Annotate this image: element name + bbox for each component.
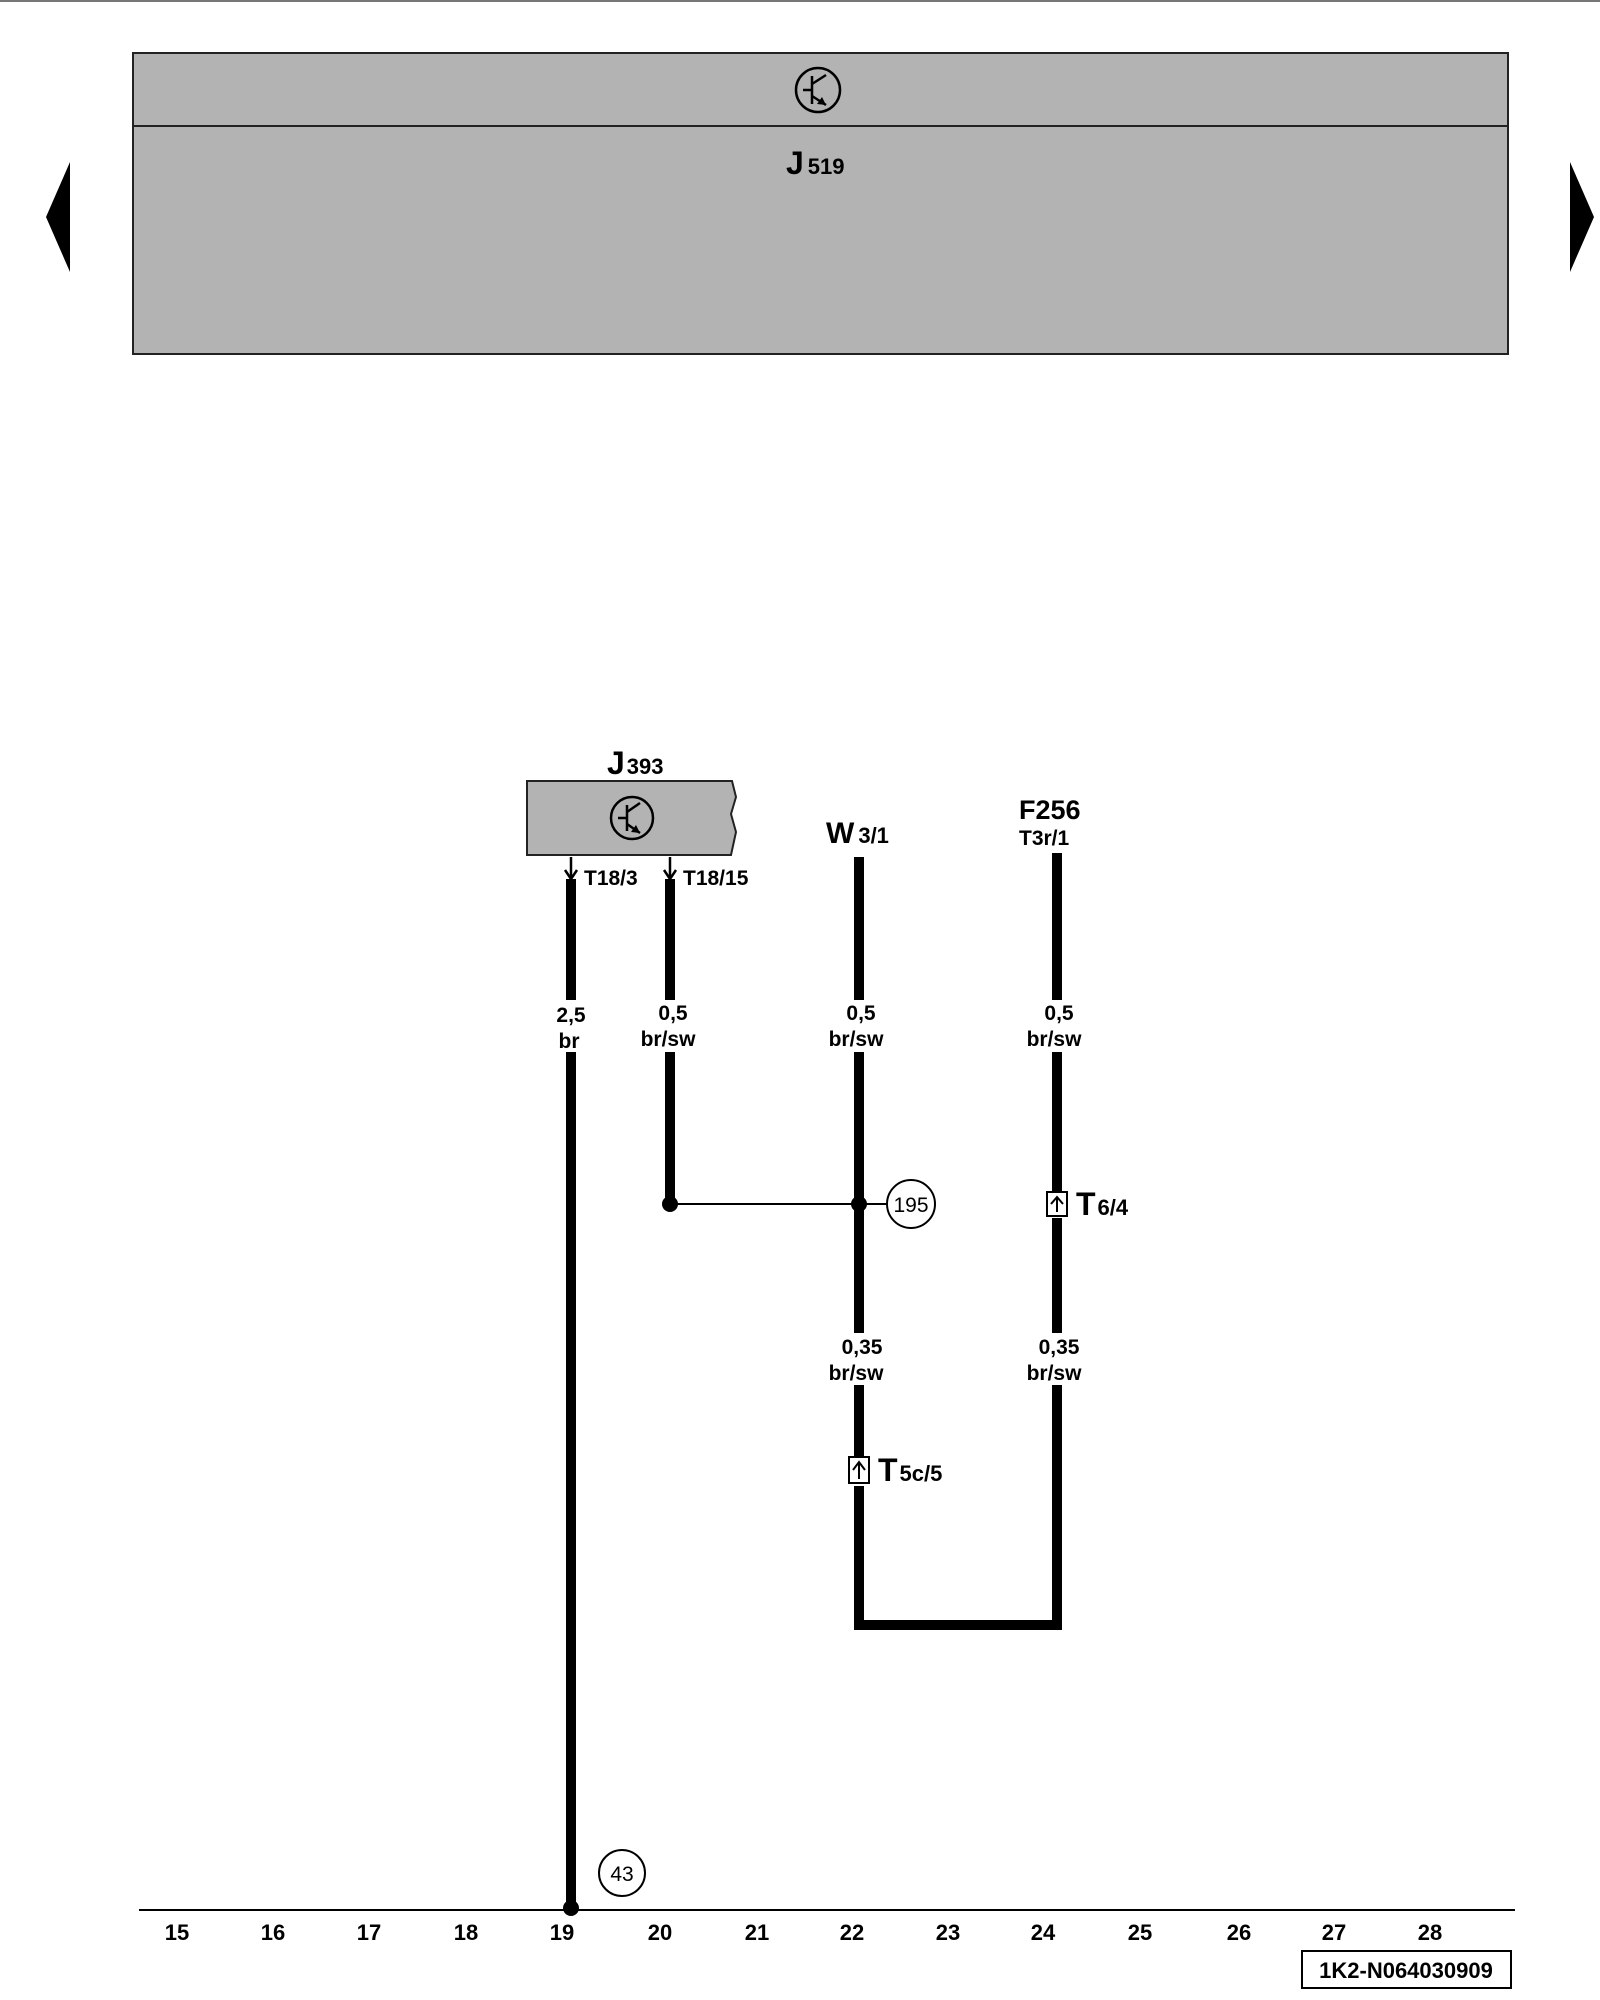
grid-number: 22 <box>840 1920 864 1945</box>
component-f256-label: F256 <box>1019 795 1081 825</box>
module-j393-box <box>526 780 738 856</box>
grid-number: 21 <box>745 1920 769 1945</box>
grid-number: 27 <box>1322 1920 1346 1945</box>
wire-color-label: br/sw <box>829 1028 885 1051</box>
wire-color-label: br/sw <box>1027 1362 1083 1385</box>
grid-number: 20 <box>648 1920 672 1945</box>
transistor-symbol-icon <box>609 795 655 841</box>
connector-t6-4-label: T6/4 <box>1076 1186 1129 1222</box>
wire-size-label: 2,5 <box>556 1004 586 1027</box>
triangle-right-icon <box>1570 162 1594 272</box>
connector-t5c-5-label: T5c/5 <box>878 1452 942 1488</box>
junction-dot <box>851 1196 867 1212</box>
grid-number: 16 <box>261 1920 285 1945</box>
next-page-button[interactable] <box>1570 162 1594 272</box>
grid-number: 28 <box>1418 1920 1442 1945</box>
pin-t18-3 <box>563 857 579 882</box>
document-id: 1K2-N064030909 <box>1319 1958 1493 1983</box>
ref-circle-43[interactable]: 43 <box>598 1849 646 1897</box>
component-f256-pin-label: T3r/1 <box>1019 827 1070 850</box>
grid-number: 18 <box>454 1920 478 1945</box>
wire-color-label: br/sw <box>641 1028 697 1051</box>
wire-color-label: br <box>559 1030 580 1053</box>
grid-number: 15 <box>165 1920 189 1945</box>
prev-page-button[interactable] <box>46 162 70 272</box>
pin-t18-15-label: T18/15 <box>683 867 749 890</box>
pin-t18-15 <box>662 857 678 882</box>
grid-number: 24 <box>1031 1920 1056 1945</box>
pin-t18-3-label: T18/3 <box>584 867 638 890</box>
triangle-left-icon <box>46 162 70 272</box>
connector-t6-4 <box>1046 1191 1068 1217</box>
wire-color-label: br/sw <box>829 1362 885 1385</box>
wire-size-label: 0,35 <box>842 1336 883 1359</box>
junction-dot <box>563 1900 579 1916</box>
grid-number: 17 <box>357 1920 381 1945</box>
module-j393-label: J393 <box>607 745 664 781</box>
ref-circle-195[interactable]: 195 <box>886 1179 936 1229</box>
wire-size-label: 0,5 <box>1044 1002 1074 1025</box>
ref-43-label: 43 <box>610 1863 633 1886</box>
wire-size-label: 0,5 <box>846 1002 876 1025</box>
module-j393: J393 T18/3 T18/15 <box>526 745 749 890</box>
junction-dot <box>662 1196 678 1212</box>
ref-195-label: 195 <box>893 1194 928 1217</box>
document-id-box: 1K2-N064030909 <box>1301 1950 1512 1989</box>
grid-number: 26 <box>1227 1920 1251 1945</box>
grid-number-row: 15 16 17 18 19 20 21 22 23 24 25 26 27 2… <box>165 1920 1442 1945</box>
wire-color-label: br/sw <box>1027 1028 1083 1051</box>
wire-size-label: 0,35 <box>1039 1336 1080 1359</box>
transistor-symbol-icon <box>794 66 842 114</box>
grid-number: 19 <box>550 1920 574 1945</box>
module-j519-box <box>132 52 1509 355</box>
grid-number: 23 <box>936 1920 960 1945</box>
grid-number: 25 <box>1128 1920 1152 1945</box>
wire-size-label: 0,5 <box>658 1002 688 1025</box>
connector-t5c-5 <box>848 1456 870 1484</box>
